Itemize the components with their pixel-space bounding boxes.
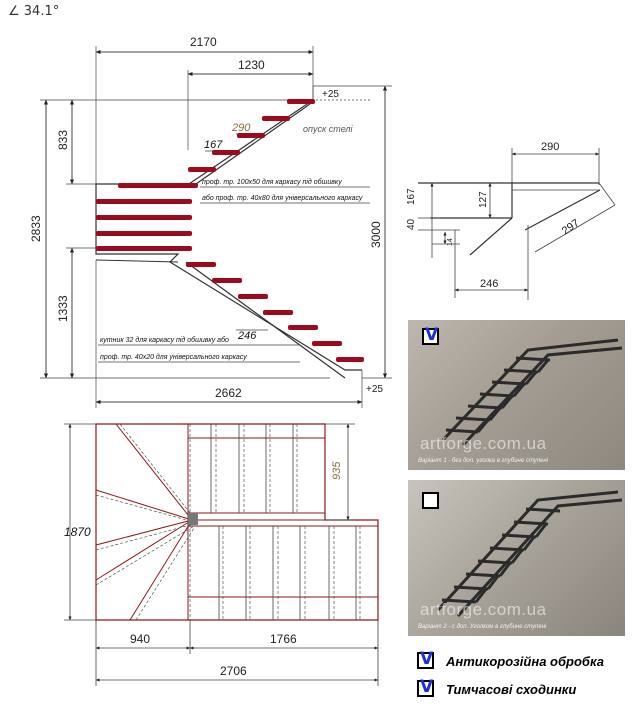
dim-top-width: 2170 bbox=[190, 35, 217, 49]
photo-variant-1: artforge.com.ua Варіант 1 - без доп. уго… bbox=[408, 320, 625, 470]
photo-frame-drawing bbox=[436, 490, 623, 618]
dim-bottom-width: 2662 bbox=[215, 386, 242, 400]
plan-dim-940: 940 bbox=[130, 632, 150, 646]
step bbox=[263, 310, 293, 315]
step bbox=[118, 183, 198, 188]
step bbox=[96, 199, 192, 204]
detail-dim-246: 246 bbox=[480, 278, 498, 290]
variant-2-checkbox[interactable] bbox=[422, 492, 439, 509]
step bbox=[287, 99, 315, 104]
dim-plus-top: +25 bbox=[322, 89, 339, 100]
step bbox=[336, 357, 364, 362]
step bbox=[212, 150, 240, 155]
step bbox=[237, 133, 265, 138]
check-mark-icon: V bbox=[420, 677, 434, 697]
dim-tread-246: 246 bbox=[237, 330, 257, 342]
detail-dim-297: 297 bbox=[560, 217, 582, 237]
step bbox=[186, 262, 216, 267]
angle-readout: ∠ 34.1° bbox=[8, 4, 60, 19]
dim-plus-bottom: +25 bbox=[366, 384, 383, 395]
photo-watermark: artforge.com.ua bbox=[420, 600, 547, 619]
photo-caption: Варіант 2 - с доп. Уголком в глубине сту… bbox=[418, 624, 547, 630]
step bbox=[238, 294, 268, 299]
variant-1-checkbox[interactable]: V bbox=[422, 325, 439, 345]
detail-dim-127: 127 bbox=[478, 191, 489, 208]
check-mark-icon: V bbox=[425, 325, 439, 345]
plan-dim-1870: 1870 bbox=[64, 525, 91, 539]
plan-dim-1766: 1766 bbox=[270, 632, 297, 646]
plan-dim-935: 935 bbox=[331, 461, 343, 480]
tread-detail-view bbox=[418, 148, 616, 300]
detail-dim-40: 40 bbox=[406, 218, 417, 230]
temporary-steps-checkbox[interactable]: V bbox=[417, 677, 434, 697]
step bbox=[96, 246, 192, 251]
dim-total-height: 2833 bbox=[29, 215, 43, 242]
step bbox=[96, 215, 192, 220]
elevation-steps bbox=[96, 99, 364, 362]
detail-dim-167: 167 bbox=[406, 188, 417, 205]
step bbox=[96, 231, 192, 236]
step bbox=[288, 325, 318, 330]
anticorrosion-label: Антикорозійна обробка bbox=[446, 654, 604, 669]
plan-view bbox=[64, 423, 379, 686]
step bbox=[212, 278, 242, 283]
photo-frame-drawing bbox=[441, 338, 623, 447]
dim-lower-height: 1333 bbox=[56, 295, 70, 322]
temporary-steps-label: Тимчасові сходинки bbox=[446, 682, 577, 697]
note-lowering: опуск стелі bbox=[303, 124, 353, 134]
dim-upper-height: 833 bbox=[56, 130, 70, 150]
photo-caption: Варіант 1 - без доп. уголка в глубине ст… bbox=[418, 458, 548, 464]
step bbox=[262, 116, 290, 121]
dim-upper-width: 1230 bbox=[238, 58, 265, 72]
note-prof-100: проф. тр. 100х50 для каркасу під обшивку bbox=[202, 178, 342, 186]
check-mark-icon: V bbox=[420, 649, 434, 669]
note-prof-40-20: проф. тр. 40х20 для універсального карка… bbox=[100, 353, 247, 361]
photo-variant-2: artforge.com.ua Варіант 2 - с доп. Уголк… bbox=[408, 480, 625, 636]
note-prof-40-80: або проф. тр. 40х80 для універсального к… bbox=[202, 194, 363, 202]
anticorrosion-checkbox[interactable]: V bbox=[417, 649, 434, 669]
photo-watermark: artforge.com.ua bbox=[420, 434, 547, 453]
plan-dim-2706: 2706 bbox=[220, 664, 247, 678]
note-corner-32: кутник 32 для каркасу під обшивку або bbox=[100, 336, 229, 344]
dim-tread-290: 290 bbox=[231, 122, 251, 134]
step bbox=[312, 341, 342, 346]
step bbox=[188, 167, 216, 172]
detail-dim-14: 14 bbox=[447, 238, 454, 246]
dim-right-height: 3000 bbox=[369, 221, 383, 248]
dim-riser-167: 167 bbox=[204, 139, 223, 151]
detail-dim-290: 290 bbox=[541, 141, 559, 153]
